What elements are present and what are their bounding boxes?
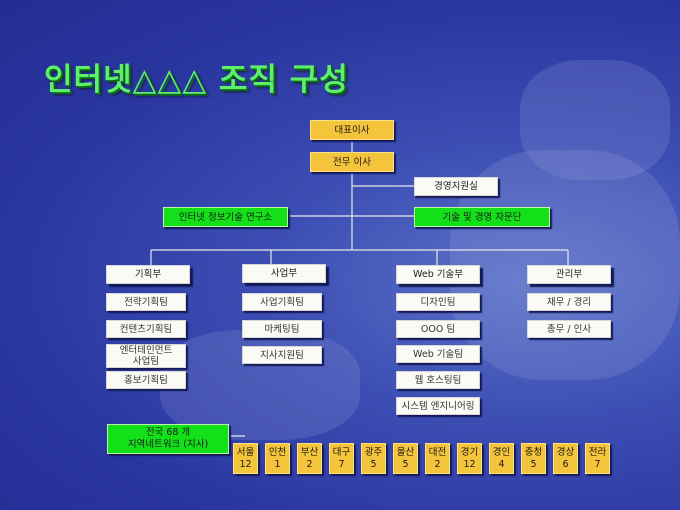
managing-director-box: 전무 이사 <box>310 152 394 172</box>
regional-network-box: 전국 68 개 지역네트워크 (지사) <box>107 424 229 454</box>
ceo-box: 대표이사 <box>310 120 394 140</box>
team-finance: 재무 / 경리 <box>527 293 611 311</box>
advisory-group-box: 기술 및 경영 자문단 <box>414 207 550 227</box>
slide-title: 인터넷△△△ 조직 구성 <box>44 62 349 98</box>
dept-web-tech: Web 기술부 <box>396 265 480 284</box>
team-web-tech: Web 기술팀 <box>396 345 480 363</box>
team-branch-support: 지사지원팀 <box>242 346 322 364</box>
team-ooo: OOO 팀 <box>396 320 480 338</box>
team-marketing: 마케팅팀 <box>242 320 322 338</box>
team-design: 디자인팀 <box>396 293 480 311</box>
dept-planning: 기획부 <box>106 265 190 284</box>
support-office-box: 경영지원실 <box>414 177 498 196</box>
team-strategy-planning: 전략기획팀 <box>106 293 186 311</box>
team-system-engineering: 시스템 엔지니어링 <box>396 397 480 415</box>
background-map-shape <box>520 60 670 180</box>
dept-business: 사업부 <box>242 264 326 283</box>
research-institute-box: 인터넷 정보기술 연구소 <box>163 207 288 227</box>
team-pr-planning: 홍보기획팀 <box>106 371 186 389</box>
team-general-affairs: 총무 / 인사 <box>527 320 611 338</box>
team-web-hosting: 웹 호스팅팀 <box>396 371 480 389</box>
team-content-planning: 컨텐츠기획팀 <box>106 320 186 338</box>
team-business-planning: 사업기획팀 <box>242 293 322 311</box>
team-entertainment: 엔터테인먼트 사업팀 <box>106 344 186 368</box>
dept-management: 관리부 <box>527 265 611 284</box>
